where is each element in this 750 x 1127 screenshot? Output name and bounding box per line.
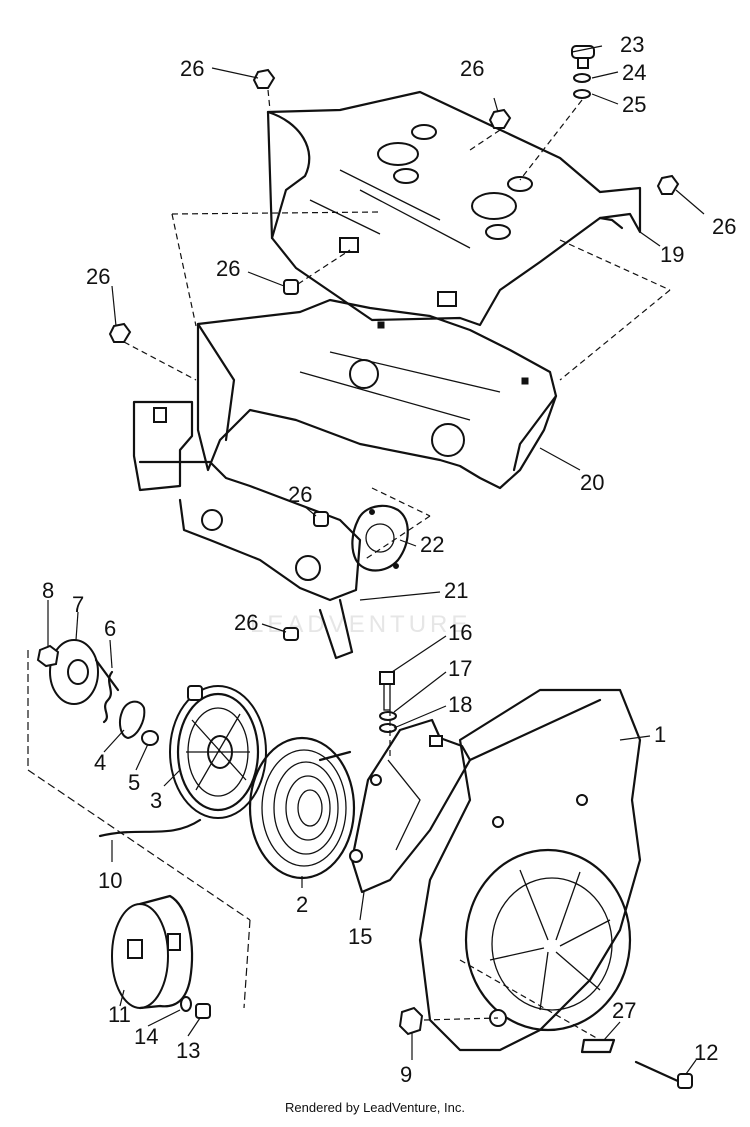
label-26-g: 26 — [234, 610, 258, 635]
label-26-f: 26 — [288, 482, 312, 507]
part-27-clip — [580, 1038, 616, 1054]
leader-lines — [27, 45, 705, 1075]
part-10-starter-rope — [98, 818, 202, 838]
part-26-nuts — [108, 68, 680, 641]
part-labels: 26 26 23 24 25 26 19 26 26 20 26 22 21 2… — [42, 32, 736, 1087]
label-1: 1 — [654, 722, 666, 747]
label-26-b: 26 — [460, 56, 484, 81]
label-26-d: 26 — [216, 256, 240, 281]
part-15-starter-bracket — [349, 718, 472, 894]
part-5-spring — [141, 730, 159, 746]
part-12-bolt — [634, 1060, 693, 1089]
part-6-spring-clip — [102, 670, 114, 724]
label-18: 18 — [448, 692, 472, 717]
part-1-blower-housing — [418, 688, 642, 1052]
footer-credit: Rendered by LeadVenture, Inc. — [285, 1100, 465, 1115]
label-26-e: 26 — [86, 264, 110, 289]
part-2-recoil-spring — [248, 736, 356, 880]
label-14: 14 — [134, 1024, 158, 1049]
parts-23-24-25-hardware — [571, 45, 595, 99]
label-9: 9 — [400, 1062, 412, 1087]
label-13: 13 — [176, 1038, 200, 1063]
label-8: 8 — [42, 578, 54, 603]
label-6: 6 — [104, 616, 116, 641]
part-9-nut — [398, 1006, 424, 1036]
part-22-gasket — [351, 504, 409, 572]
label-20: 20 — [580, 470, 604, 495]
part-11-starter-cup — [111, 894, 194, 1010]
part-14-washer — [180, 996, 192, 1012]
part-4-pawl — [119, 700, 146, 740]
label-21: 21 — [444, 578, 468, 603]
label-4: 4 — [94, 750, 106, 775]
part-8-nut — [36, 644, 60, 668]
part-7-drive-hub — [49, 639, 120, 705]
label-22: 22 — [420, 532, 444, 557]
label-2: 2 — [296, 892, 308, 917]
label-17: 17 — [448, 656, 472, 681]
part-3-rope-pulley — [169, 685, 267, 819]
label-19: 19 — [660, 242, 684, 267]
label-5: 5 — [128, 770, 140, 795]
label-26-c: 26 — [712, 214, 736, 239]
label-16: 16 — [448, 620, 472, 645]
part-19-upper-shroud — [266, 90, 642, 327]
label-24: 24 — [622, 60, 646, 85]
label-15: 15 — [348, 924, 372, 949]
part-20-lower-shroud — [196, 298, 558, 490]
label-27: 27 — [612, 998, 636, 1023]
parts-16-17-18-bolt — [379, 671, 397, 733]
label-26-a: 26 — [180, 56, 204, 81]
label-10: 10 — [98, 868, 122, 893]
shroud-side-bracket — [132, 400, 362, 660]
label-12: 12 — [694, 1040, 718, 1065]
label-25: 25 — [622, 92, 646, 117]
label-11: 11 — [108, 1002, 131, 1027]
label-3: 3 — [150, 788, 162, 813]
part-13-bolt — [195, 1003, 211, 1019]
label-7: 7 — [72, 592, 84, 617]
label-23: 23 — [620, 32, 644, 57]
